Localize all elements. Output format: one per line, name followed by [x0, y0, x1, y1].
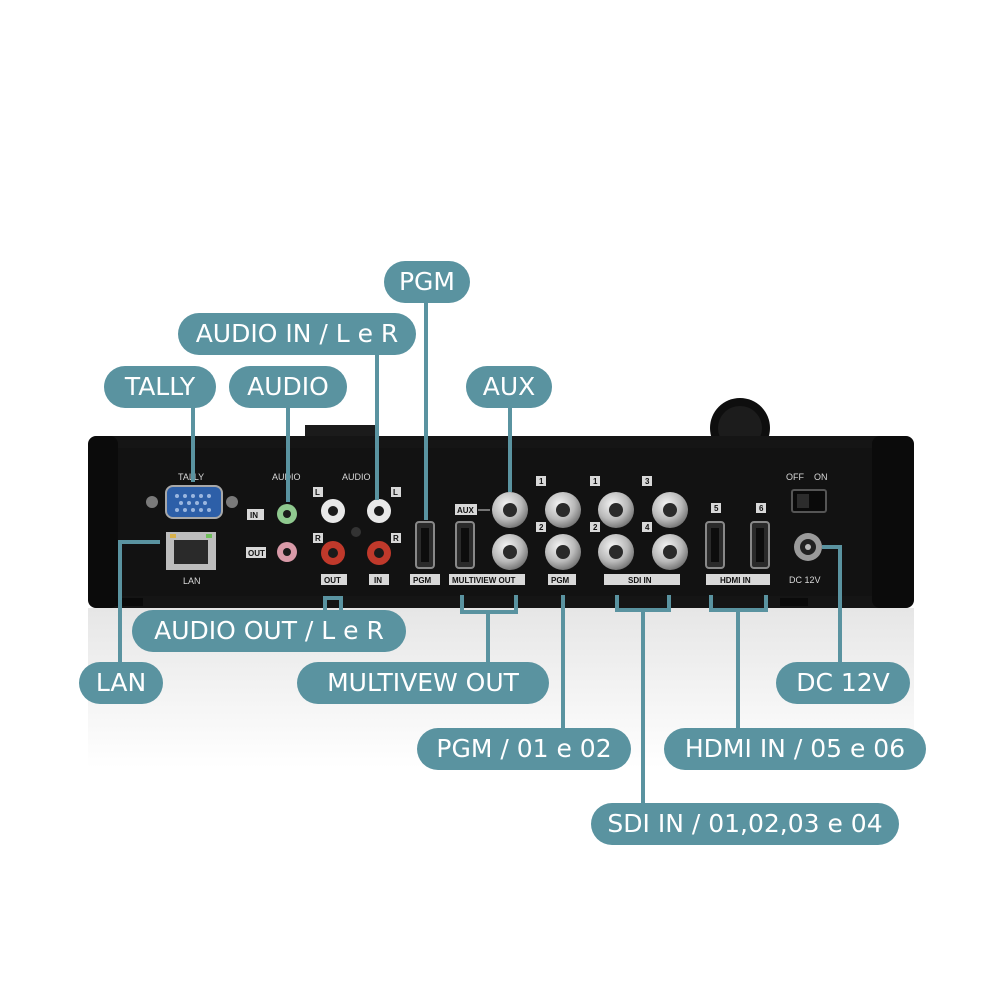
sdi-2-silk: 2: [593, 523, 598, 532]
rca-r-silk: R: [315, 534, 321, 543]
callout-hdmi-in: HDMI IN / 05 e 06: [664, 728, 926, 770]
callout-multiview-out: MULTIVEW OUT: [297, 662, 549, 704]
audio-rca-silk: AUDIO: [342, 472, 371, 482]
multiview-out-silk: MULTIVIEW OUT: [452, 576, 516, 585]
foot-left: [115, 598, 143, 606]
dc-silk: DC 12V: [789, 575, 821, 585]
rca-l-silk: L: [315, 488, 320, 497]
screw-icon: [226, 496, 238, 508]
callout-tally: TALLY: [104, 366, 216, 408]
sdi-in-silk: SDI IN: [628, 576, 652, 585]
num-2-silk: 2: [539, 523, 544, 532]
callout-pgm-01-02: PGM / 01 e 02: [417, 728, 631, 770]
on-silk: ON: [814, 472, 828, 482]
hdmi-in-silk: HDMI IN: [720, 576, 751, 585]
leader-lines: [118, 300, 842, 808]
rca-in-silk: IN: [374, 576, 382, 585]
sdi-4-silk: 4: [645, 523, 650, 532]
callout-aux: AUX: [466, 366, 552, 408]
screw-icon: [146, 496, 158, 508]
panel-face: [118, 448, 872, 596]
off-silk: OFF: [786, 472, 804, 482]
callout-lan: LAN: [79, 662, 163, 704]
lan-silk: LAN: [183, 576, 201, 586]
callout-dc12v: DC 12V: [776, 662, 910, 704]
rca-l2-silk: L: [393, 488, 398, 497]
aux-silk: AUX: [457, 506, 475, 515]
rca-out-silk: OUT: [324, 576, 341, 585]
vga-port-icon: [165, 485, 223, 519]
callout-sdi-in: SDI IN / 01,02,03 e 04: [591, 803, 899, 845]
sdi-3-silk: 3: [645, 477, 650, 486]
audio-out-silk: OUT: [248, 549, 265, 558]
pgm-bnc-silk: PGM: [551, 576, 570, 585]
hdmi-5-silk: 5: [714, 504, 719, 513]
callout-audio: AUDIO: [229, 366, 347, 408]
hdmi-6-silk: 6: [759, 504, 764, 513]
foot-right: [780, 598, 808, 606]
left-end-cap: [88, 436, 118, 608]
audio-in-silk: IN: [250, 511, 258, 520]
callout-audio-out-lr: AUDIO OUT / L e R: [132, 610, 406, 652]
callout-audio-in-lr: AUDIO IN / L e R: [178, 313, 416, 355]
ground-icon: [351, 527, 361, 537]
callout-pgm: PGM: [384, 261, 470, 303]
pgm-hdmi-silk: PGM: [413, 576, 432, 585]
sdi-1-silk: 1: [593, 477, 598, 486]
right-end-cap: [872, 436, 914, 608]
num-1-silk: 1: [539, 477, 544, 486]
rca-r2-silk: R: [393, 534, 399, 543]
